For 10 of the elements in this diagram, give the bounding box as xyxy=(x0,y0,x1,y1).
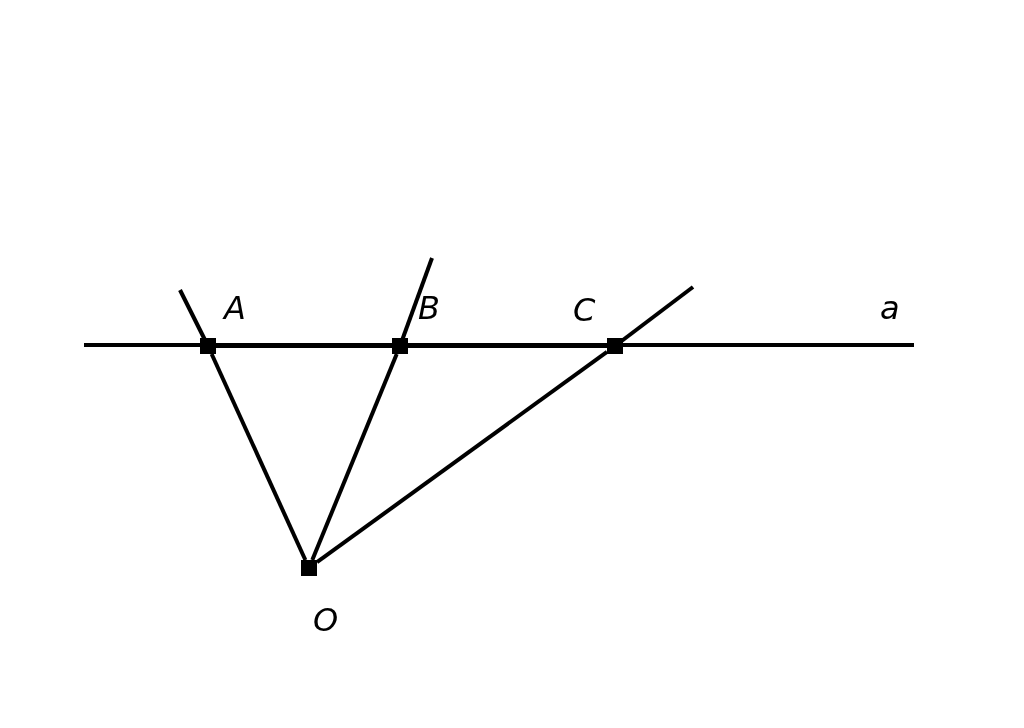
line-segment xyxy=(209,353,308,561)
point-label: O xyxy=(313,602,339,638)
line-segment xyxy=(216,344,392,348)
point-label: C xyxy=(573,292,596,328)
line-segment xyxy=(315,350,609,564)
point-label: A xyxy=(224,290,246,326)
line-label: a xyxy=(880,290,900,326)
line-segment xyxy=(408,344,607,348)
line-segment xyxy=(310,353,399,561)
point-label: B xyxy=(418,290,440,326)
